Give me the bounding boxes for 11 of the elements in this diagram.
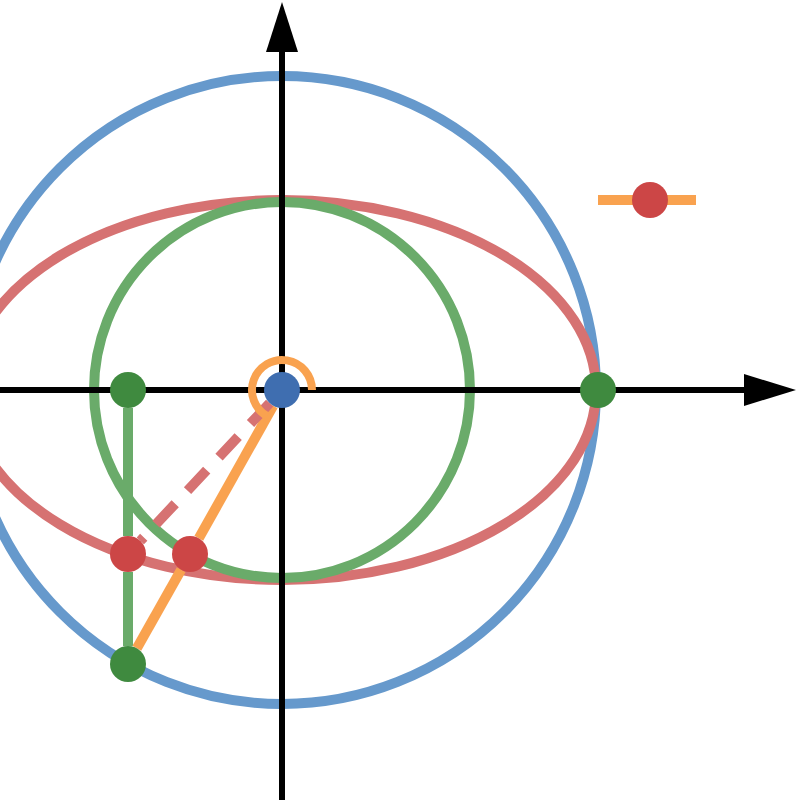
line-segment — [132, 567, 186, 651]
point-dot — [110, 536, 146, 572]
point-dot — [110, 372, 146, 408]
point-dot — [110, 646, 146, 682]
point-dot — [172, 536, 208, 572]
point-dot — [264, 372, 300, 408]
line-segment — [123, 572, 133, 646]
line-segment — [194, 403, 278, 541]
line-segment — [123, 408, 133, 536]
point-dot — [580, 372, 616, 408]
line-segment — [136, 399, 274, 545]
